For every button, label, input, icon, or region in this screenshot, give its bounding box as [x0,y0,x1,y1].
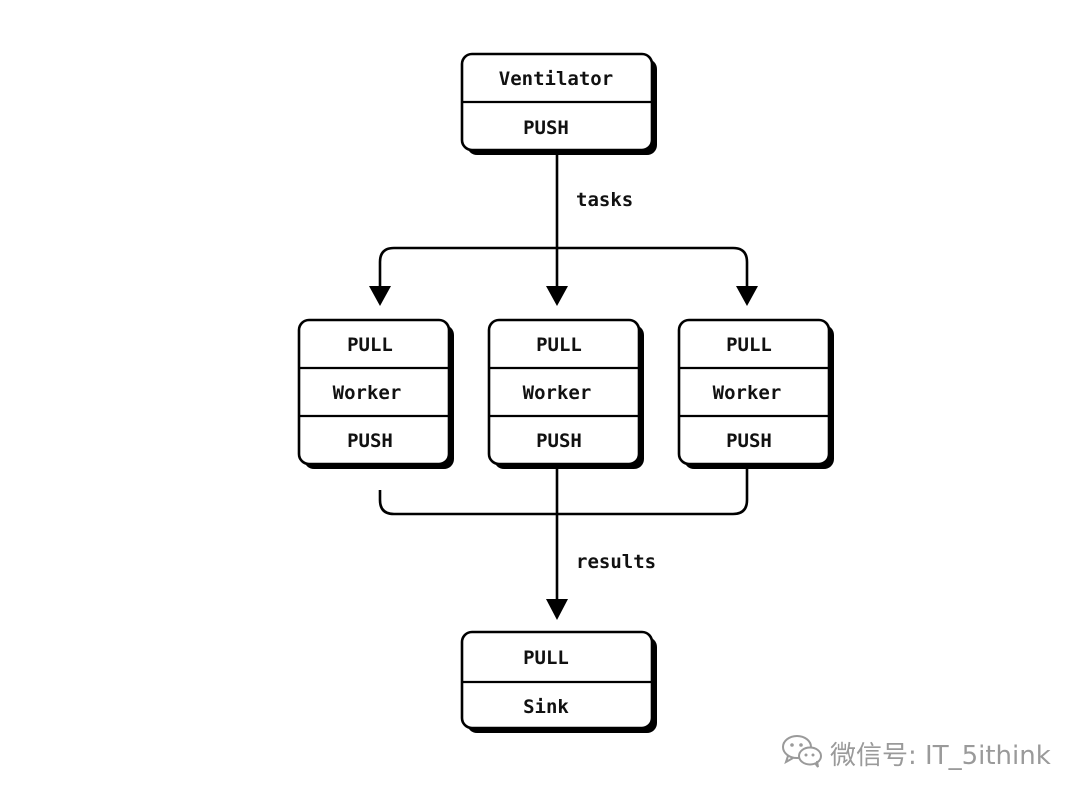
worker-left-pull-socket: PULL [347,334,393,356]
worker-middle-push-socket: PUSH [536,430,582,452]
sink-title: Sink [523,696,569,718]
arrow-to-sink [546,599,568,620]
node-box [297,318,451,466]
arrow-to-left-worker [369,286,391,306]
tasks-label: tasks [576,189,633,211]
ventilator-title: Ventilator [499,68,613,90]
watermark-text: 微信号: IT_5ithink [830,740,1051,771]
node-box [677,318,831,466]
edge-join-bar [378,468,749,516]
node-box [460,630,654,730]
tasks-edges: tasks [369,154,758,306]
ventilator-push-socket: PUSH [523,117,569,139]
worker-middle-title: Worker [523,382,592,404]
worker-right-push-socket: PUSH [726,430,772,452]
ventilator-node: Ventilator PUSH [460,52,657,155]
worker-left-node: PULL Worker PUSH [297,318,454,469]
sink-node: PULL Sink [460,630,657,733]
worker-right-pull-socket: PULL [726,334,772,356]
arrow-to-right-worker [736,286,758,306]
wechat-icon [780,732,824,774]
results-edges: results [378,468,749,620]
watermark: 微信号: IT_5ithink [780,733,1051,773]
arrow-to-middle-worker [546,286,568,306]
worker-right-node: PULL Worker PUSH [677,318,834,469]
results-label: results [576,551,656,573]
worker-left-push-socket: PUSH [347,430,393,452]
worker-middle-pull-socket: PULL [536,334,582,356]
worker-right-title: Worker [713,382,782,404]
worker-middle-node: PULL Worker PUSH [487,318,644,469]
sink-pull-socket: PULL [523,647,569,669]
edge-split-bar [378,246,749,290]
worker-left-title: Worker [333,382,402,404]
node-box [487,318,641,466]
